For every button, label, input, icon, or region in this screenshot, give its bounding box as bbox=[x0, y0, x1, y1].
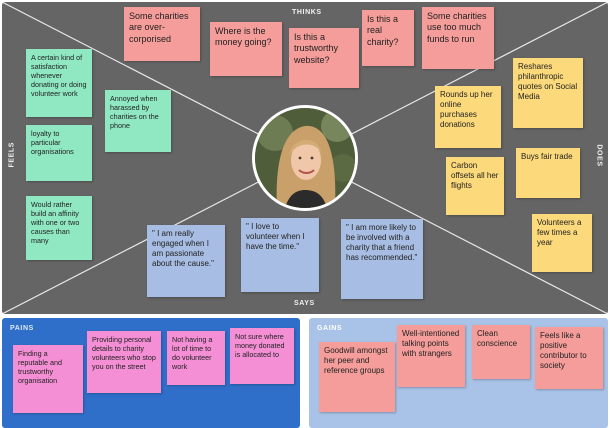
pains-title: PAINS bbox=[10, 325, 34, 332]
feels-note: Annoyed when harassed by charities on th… bbox=[105, 90, 171, 152]
does-note: Rounds up her online purchases donations bbox=[435, 86, 501, 148]
pains-note: Not sure where money donated is allocate… bbox=[230, 328, 294, 384]
persona-avatar bbox=[252, 105, 358, 211]
pains-note: Providing personal details to charity vo… bbox=[87, 331, 161, 393]
pains-note: Not having a lot of time to do volunteer… bbox=[167, 331, 225, 385]
thinks-note: Where is the money going? bbox=[210, 22, 282, 76]
gains-note: Well-intentioned talking points with str… bbox=[397, 325, 465, 387]
persona-portrait bbox=[255, 108, 355, 208]
axis-label-feels: FEELS bbox=[8, 141, 16, 168]
feels-note: loyalty to particular organisations bbox=[26, 125, 92, 181]
says-note: " I love to volunteer when I have the ti… bbox=[241, 218, 319, 292]
says-note: " I am really engaged when I am passiona… bbox=[147, 225, 225, 297]
pains-panel: PAINS Finding a reputable and trustworth… bbox=[2, 318, 300, 428]
says-note: " I am more likely to be involved with a… bbox=[341, 219, 423, 299]
pains-note: Finding a reputable and trustworthy orga… bbox=[13, 345, 83, 413]
gains-note: Feels like a positive contributor to soc… bbox=[535, 327, 603, 389]
does-note: Buys fair trade bbox=[516, 148, 580, 198]
axis-label-says: SAYS bbox=[294, 300, 315, 307]
gains-panel: GAINS Goodwill amongst her peer and refe… bbox=[309, 318, 608, 428]
thinks-note: Some charities use too much funds to run bbox=[422, 7, 494, 69]
axis-label-does: DOES bbox=[595, 144, 603, 167]
thinks-note: Is this a trustworthy website? bbox=[289, 28, 359, 88]
thinks-note: Some charities are over-corporised bbox=[124, 7, 200, 61]
does-note: Carbon offsets all her flights bbox=[446, 157, 504, 215]
gains-note: Goodwill amongst her peer and reference … bbox=[319, 342, 395, 412]
gains-title: GAINS bbox=[317, 325, 343, 332]
feels-note: Would rather build an affinity with one … bbox=[26, 196, 92, 260]
empathy-map: THINKS SAYS FEELS DOES Some charities ar… bbox=[2, 2, 608, 314]
gains-note: Clean conscience bbox=[472, 325, 530, 379]
thinks-note: Is this a real charity? bbox=[362, 10, 414, 66]
feels-note: A certain kind of satisfaction whenever … bbox=[26, 49, 92, 117]
axis-label-thinks: THINKS bbox=[292, 9, 322, 16]
does-note: Volunteers a few times a year bbox=[532, 214, 592, 272]
does-note: Reshares philanthropic quotes on Social … bbox=[513, 58, 583, 128]
